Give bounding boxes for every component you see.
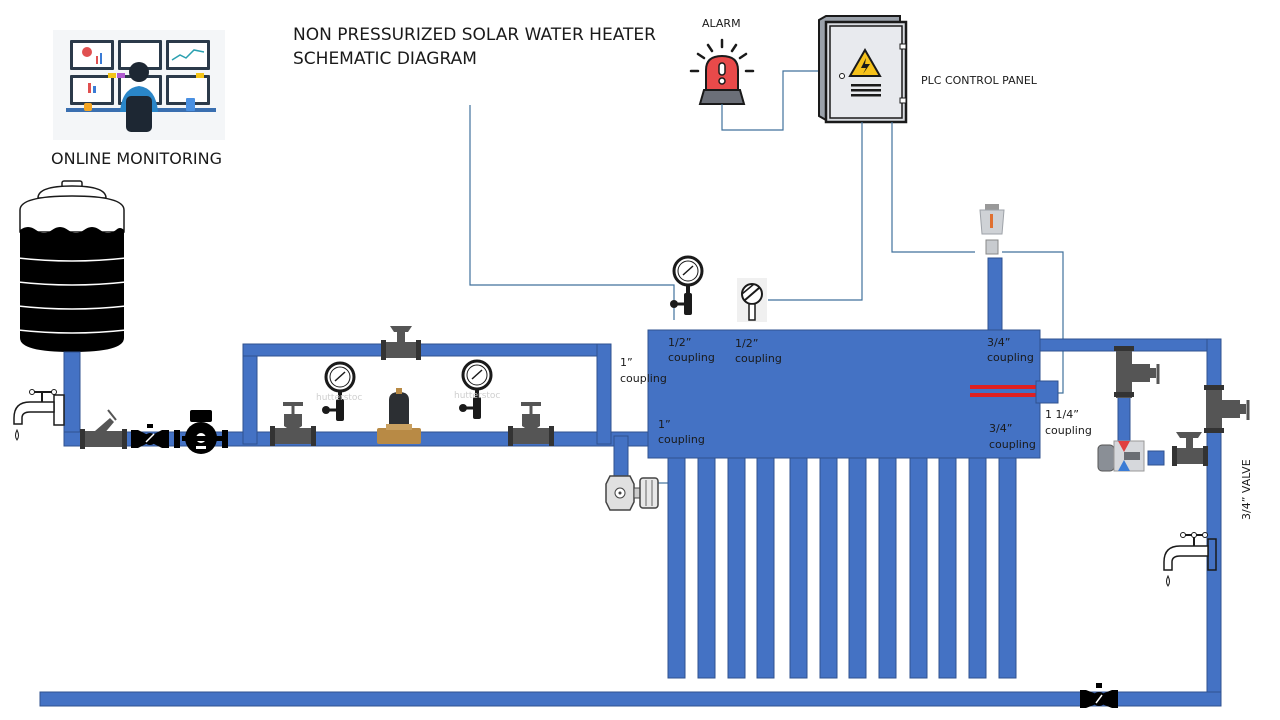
svg-text:1”: 1”: [620, 356, 633, 369]
svg-text:coupling: coupling: [987, 351, 1034, 364]
alarm-beacon-icon: [689, 38, 755, 105]
storage-tank-icon: [17, 180, 127, 352]
svg-text:1 1/4”: 1 1/4”: [1045, 408, 1079, 421]
pressure-gauge-2-icon: [459, 359, 493, 419]
collector-tube: [819, 451, 838, 679]
collector-tube: [667, 451, 686, 679]
watermark-text: hutterstoc: [316, 393, 362, 403]
coupling-top-left-2: 1/2” coupling: [735, 337, 782, 365]
coupling-bottom-left: 1” coupling: [658, 418, 705, 446]
coupling-top-left: 1/2” coupling: [668, 336, 715, 364]
collector-tube: [998, 451, 1017, 679]
collector-tube: [878, 451, 897, 679]
faucet-icon-left: [13, 389, 65, 441]
alarm-label: ALARM: [702, 17, 741, 30]
pressure-reducing-valve-icon: [377, 388, 421, 444]
collector-tube: [968, 451, 987, 679]
online-monitoring-icon: [53, 30, 225, 140]
coupling-inlet-left-outer: 1” coupling: [620, 356, 667, 385]
temperature-sensor-icon: [737, 278, 767, 322]
bypass-valve-icon: [381, 326, 421, 360]
svg-text:3/4”: 3/4”: [989, 422, 1012, 435]
gate-valve-2-icon: [508, 402, 554, 446]
svg-text:1”: 1”: [658, 418, 671, 431]
svg-text:coupling: coupling: [989, 438, 1036, 451]
svg-text:coupling: coupling: [620, 372, 667, 385]
ball-valve-right-icon: [1172, 432, 1208, 466]
collector-tubes: [667, 451, 1017, 679]
return-line-valve-icon: [1080, 683, 1118, 708]
faucet-icon-right: [1163, 532, 1217, 587]
svg-text:1/2”: 1/2”: [735, 337, 758, 350]
collector-tube: [727, 451, 746, 679]
svg-text:3/4”: 3/4”: [987, 336, 1010, 349]
online-monitoring-label: ONLINE MONITORING: [51, 149, 222, 168]
svg-text:coupling: coupling: [658, 433, 705, 446]
svg-text:coupling: coupling: [1045, 424, 1092, 437]
air-vent-valve-icon: [979, 204, 1005, 255]
diagram-title-line1: NON PRESSURIZED SOLAR WATER HEATER: [293, 25, 656, 45]
plc-control-panel-label: PLC CONTROL PANEL: [921, 74, 1038, 87]
circulation-pump-icon: [174, 410, 228, 454]
y-strainer-icon: [80, 409, 127, 449]
coupling-right-outlet: 1 1/4” coupling: [1045, 408, 1092, 437]
collector-tube: [938, 451, 957, 679]
coupling-bottom-right: 3/4” coupling: [989, 422, 1036, 451]
mixing-valve-icon: [1097, 440, 1145, 472]
valve-3-4-label: 3/4” VALVE: [1240, 459, 1253, 520]
collector-tube: [697, 451, 716, 679]
tee-valve-2-icon: [1204, 385, 1250, 433]
svg-text:coupling: coupling: [735, 352, 782, 365]
svg-text:1/2”: 1/2”: [668, 336, 691, 349]
svg-text:coupling: coupling: [668, 351, 715, 364]
secondary-pump-icon: [605, 475, 659, 511]
pressure-gauge-1-icon: [322, 361, 356, 421]
plc-control-panel-icon: [818, 15, 908, 124]
check-valve-icon: [131, 424, 169, 448]
gate-valve-1-icon: [270, 402, 316, 446]
collector-tube: [756, 451, 775, 679]
collector-tube: [848, 451, 867, 679]
watermark-text: hutterstoc: [454, 391, 500, 401]
pressure-gauge-3-icon: [670, 255, 704, 315]
diagram-title-line2: SCHEMATIC DIAGRAM: [293, 49, 477, 69]
collector-tube: [789, 451, 808, 679]
collector-tube: [909, 451, 928, 679]
signal-wiring: [469, 70, 1064, 484]
tee-valve-1-icon: [1114, 346, 1160, 398]
coupling-top-right: 3/4” coupling: [987, 336, 1034, 364]
heating-element-icon: [970, 380, 1059, 404]
